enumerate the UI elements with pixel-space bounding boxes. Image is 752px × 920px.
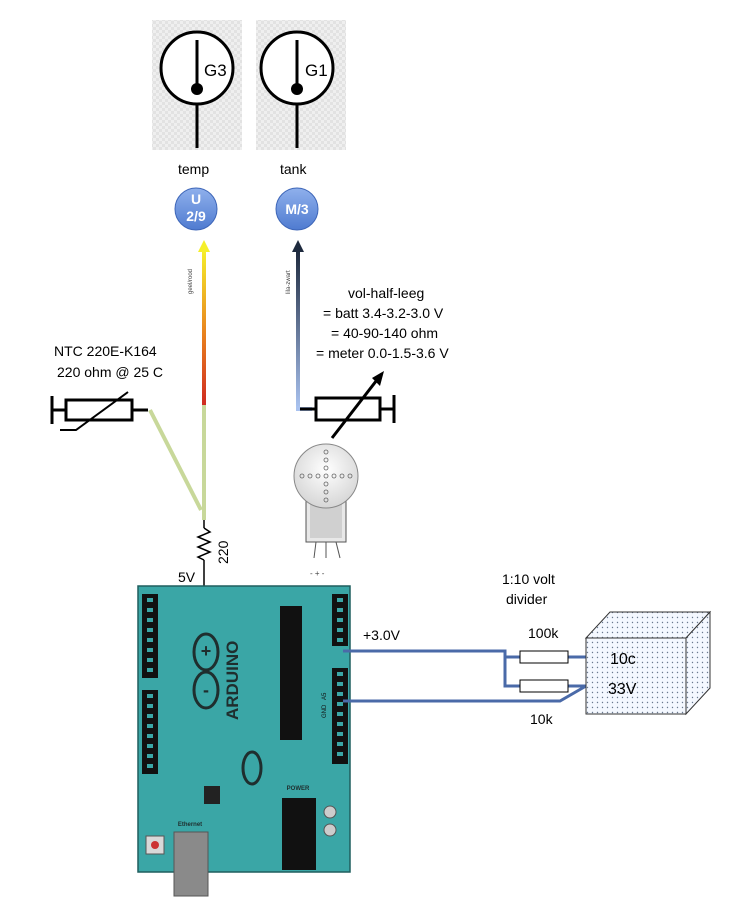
arduino-power-label: POWER bbox=[287, 786, 310, 792]
temp-wire bbox=[202, 250, 206, 405]
potentiometer-icon bbox=[293, 443, 359, 559]
svg-text:GND: GND bbox=[322, 704, 328, 718]
tank-sensor-line3: = 40-90-140 ohm bbox=[331, 325, 438, 341]
ntc-label-line1: NTC 220E-K164 bbox=[54, 343, 157, 359]
potentiometer-pins: - + - bbox=[310, 569, 325, 578]
svg-text:+: + bbox=[201, 641, 212, 661]
node-u29-line2: 2/9 bbox=[186, 208, 206, 224]
ntc-label-line2: 220 ohm @ 25 C bbox=[57, 364, 163, 380]
node-u29-line1: U bbox=[191, 191, 201, 207]
tank-sensor-line2: = batt 3.4-3.2-3.0 V bbox=[323, 305, 444, 321]
resistor-100k-icon bbox=[519, 650, 569, 664]
divider-wire-bottom bbox=[343, 684, 587, 703]
tank-wire bbox=[296, 250, 300, 408]
node-u29: U 2/9 bbox=[174, 187, 218, 231]
arduino-board: + - ARDUINO A5 GND POWER Ethernet bbox=[137, 585, 351, 897]
temp-wire-label: geel/rood bbox=[188, 269, 194, 294]
battery-line1: 10c bbox=[610, 651, 636, 668]
battery-box-icon: 10c 33V bbox=[584, 610, 712, 716]
divider-wire-top bbox=[343, 649, 520, 688]
tank-wire-label: lila-zwart bbox=[286, 270, 292, 294]
tank-sensor-line1: vol-half-leeg bbox=[348, 285, 424, 301]
tank-sensor-line4: = meter 0.0-1.5-3.6 V bbox=[316, 345, 449, 361]
gauge-g1-id: G1 bbox=[305, 61, 328, 80]
arduino-ethernet-label: Ethernet bbox=[178, 822, 202, 828]
ntc-wire bbox=[148, 409, 203, 511]
temp-wire-arrow-icon bbox=[198, 240, 210, 252]
divider-voltage: +3.0V bbox=[363, 627, 401, 643]
divider-r-top: 100k bbox=[528, 625, 559, 641]
arduino-brand: ARDUINO bbox=[223, 641, 242, 720]
divider-title-line1: 1:10 volt bbox=[502, 571, 555, 587]
node-m3-label: M/3 bbox=[285, 201, 309, 217]
battery-line2: 33V bbox=[608, 681, 637, 698]
resistor-10k-icon bbox=[519, 679, 569, 693]
tank-wire-arrow-icon bbox=[292, 240, 304, 252]
gauge-g3-label: temp bbox=[178, 161, 209, 177]
gauge-g3: G3 bbox=[152, 20, 242, 150]
divider-r-bottom: 10k bbox=[530, 711, 554, 727]
supply-label: 5V bbox=[178, 569, 196, 585]
svg-text:A5: A5 bbox=[322, 692, 328, 700]
gauge-g3-id: G3 bbox=[204, 61, 227, 80]
resistor-value: 220 bbox=[215, 540, 231, 564]
gauge-g1: G1 bbox=[256, 20, 346, 150]
ntc-thermistor-icon bbox=[50, 391, 148, 431]
resistor-220-icon bbox=[196, 520, 212, 586]
variable-resistor-icon bbox=[300, 371, 396, 439]
gauge-g1-label: tank bbox=[280, 161, 307, 177]
node-m3: M/3 bbox=[275, 187, 319, 231]
divider-title-line2: divider bbox=[506, 591, 548, 607]
svg-text:-: - bbox=[203, 680, 209, 700]
